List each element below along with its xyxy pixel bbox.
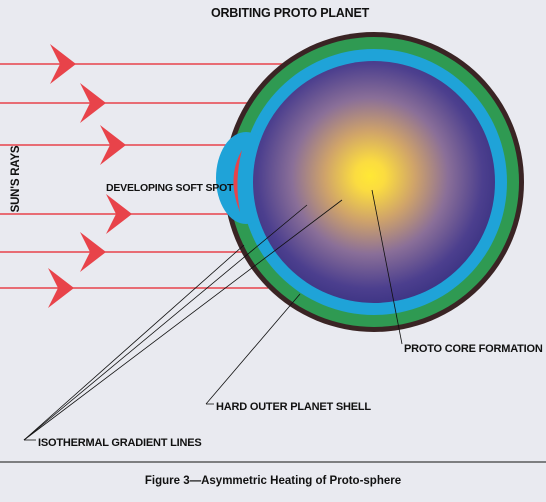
isotherm-line-2	[23, 204, 308, 441]
diagram-title: ORBITING PROTO PLANET	[211, 6, 370, 20]
ray-6	[0, 268, 268, 308]
figure-caption: Figure 3—Asymmetric Heating of Proto-sph…	[145, 475, 401, 487]
shell-leader	[205, 293, 301, 405]
outer-shell-label: HARD OUTER PLANET SHELL	[216, 401, 371, 413]
core-leader	[371, 189, 403, 345]
soft-spot-crescent	[233, 150, 242, 212]
isotherm-line-1	[23, 244, 245, 441]
sun-rays	[0, 44, 286, 308]
suns-rays-label: SUN'S RAYS	[10, 145, 22, 212]
ray-4	[0, 194, 232, 234]
ray-3	[0, 125, 232, 165]
isotherm-label: ISOTHERMAL GRADIENT LINES	[38, 437, 201, 449]
soft-spot-label: DEVELOPING SOFT SPOT	[106, 182, 234, 194]
leader-lines	[23, 189, 403, 441]
core-formation-label: PROTO CORE FORMATION	[404, 343, 543, 355]
ray-5	[0, 232, 246, 272]
isotherm-line-3	[23, 199, 343, 441]
proto-planet	[216, 32, 524, 332]
ray-2	[0, 83, 260, 123]
ray-1	[0, 44, 286, 84]
proto-core	[253, 61, 495, 303]
